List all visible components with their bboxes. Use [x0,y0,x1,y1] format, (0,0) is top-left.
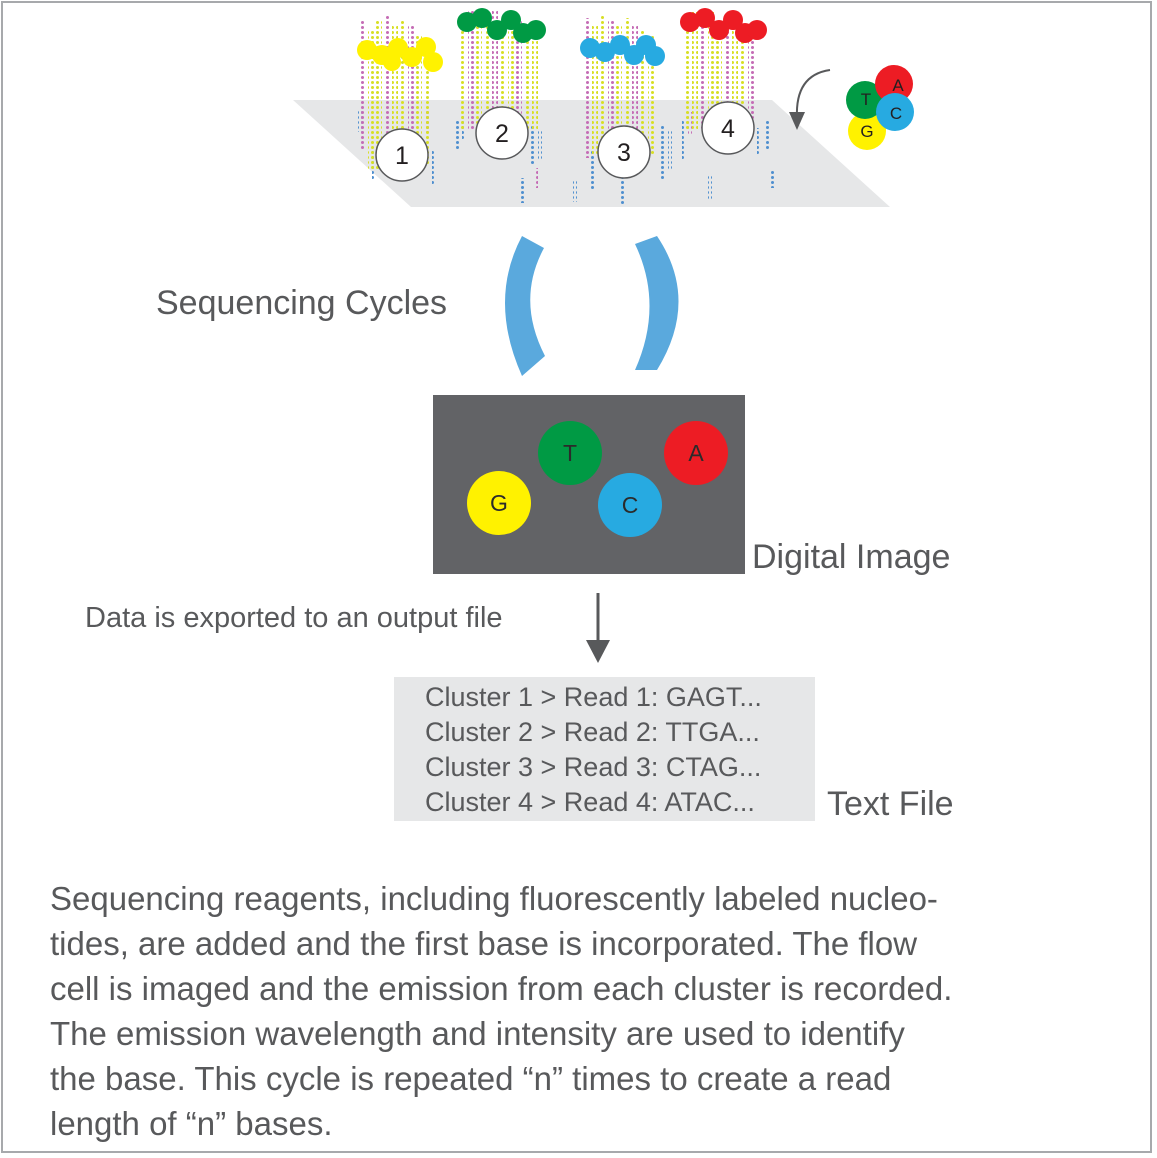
svg-text:T: T [861,90,871,109]
read-line-3: Cluster 3 > Read 3: CTAG... [425,752,762,782]
cluster-4 [680,8,767,135]
caption-line: tides, are added and the first base is i… [50,925,918,962]
digital-base-c: C [622,492,639,518]
text-file-label: Text File [827,785,954,823]
digital-image-label: Digital Image [752,538,951,576]
cluster-badge-3: 3 [597,125,651,179]
read-line-1: Cluster 1 > Read 1: GAGT... [425,682,762,712]
svg-text:3: 3 [617,139,631,167]
caption-line: Sequencing reagents, including fluoresce… [50,880,938,917]
caption-line: the base. This cycle is repeated “n” tim… [50,1060,892,1097]
read-line-4: Cluster 4 > Read 4: ATAC... [425,787,755,817]
cluster-1 [357,15,443,170]
text-file-box: Cluster 1 > Read 1: GAGT... Cluster 2 > … [394,677,815,821]
nucleotide-legend: A T C G [846,65,914,150]
caption-line: cell is imaged and the emission from eac… [50,970,953,1007]
digital-image-panel: T A G C [433,395,745,574]
read-line-2: Cluster 2 > Read 2: TTGA... [425,717,760,747]
svg-text:C: C [890,104,902,123]
digital-base-a: A [688,440,704,466]
cluster-2 [457,8,546,140]
caption-line: length of “n” bases. [50,1105,333,1142]
cycle-arrow-right [635,236,679,370]
caption-line: The emission wavelength and intensity ar… [50,1015,905,1052]
digital-base-g: G [490,490,508,516]
cluster-badge-2: 2 [475,106,529,160]
reagent-arrow [789,69,831,130]
cluster-badge-4: 4 [701,101,755,155]
export-arrow [586,593,610,663]
cluster-3 [580,15,665,170]
caption: Sequencing reagents, including fluoresce… [50,876,1110,1146]
svg-text:1: 1 [395,142,409,170]
cluster-badge-1: 1 [375,128,429,182]
cycle-arrow-left [505,236,545,376]
svg-text:4: 4 [721,115,735,143]
export-note: Data is exported to an output file [85,602,503,634]
sequencing-cycles-label: Sequencing Cycles [156,284,448,322]
svg-text:2: 2 [495,120,509,148]
svg-text:G: G [860,122,873,141]
svg-text:A: A [892,76,904,95]
digital-base-t: T [563,440,577,466]
